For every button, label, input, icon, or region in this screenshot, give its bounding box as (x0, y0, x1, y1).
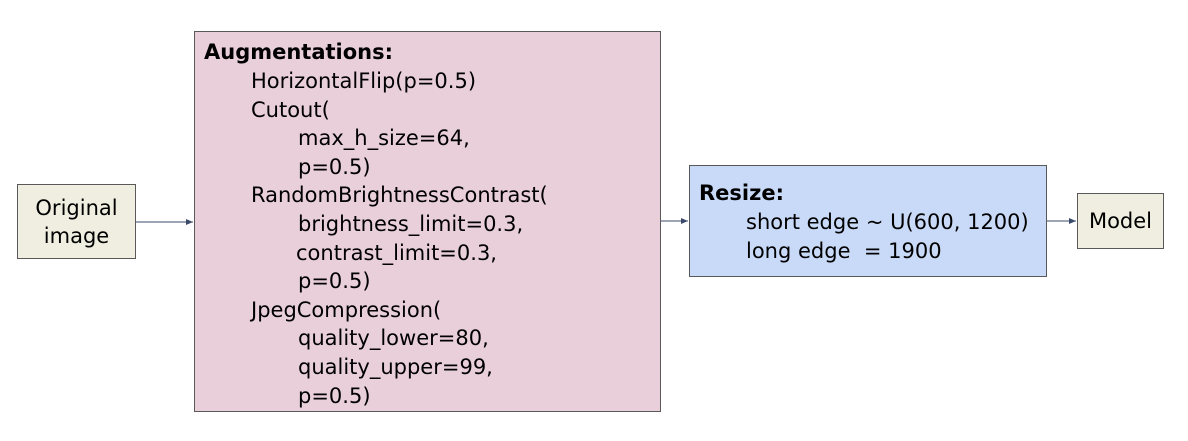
aug-line-quality-lower: quality_lower=80, (298, 326, 489, 351)
aug-line-cutout-max-h-size: max_h_size=64, (298, 126, 470, 151)
augmentations-title: Augmentations: (204, 40, 394, 64)
model-node: Model (1077, 193, 1164, 249)
aug-line-cutout-p: p=0.5) (298, 154, 371, 179)
aug-line-jpeg-compression: JpegCompression( (251, 297, 442, 322)
resize-line-long-edge: long edge = 1900 (746, 238, 942, 263)
aug-line-random-brightness-contrast: RandomBrightnessContrast( (251, 183, 548, 208)
aug-line-contrast-limit: contrast_limit=0.3, (296, 240, 497, 265)
resize-title: Resize: (699, 181, 784, 205)
resize-node: Resize: short edge ~ U(600, 1200) long e… (689, 165, 1047, 277)
aug-line-cutout: Cutout( (251, 97, 330, 122)
aug-line-horizontal-flip: HorizontalFlip(p=0.5) (251, 69, 477, 93)
augmentations-node: Augmentations: HorizontalFlip(p=0.5) Cut… (194, 31, 661, 412)
aug-line-jpeg-p: p=0.5) (298, 383, 371, 408)
resize-line-short-edge: short edge ~ U(600, 1200) (746, 210, 1029, 234)
original-image-label: Original image (35, 195, 118, 248)
original-image-node: Original image (17, 184, 136, 259)
aug-line-quality-upper: quality_upper=99, (298, 354, 493, 379)
aug-line-brightness-limit: brightness_limit=0.3, (298, 211, 524, 236)
model-label: Model (1088, 209, 1153, 233)
aug-line-brightness-contrast-p: p=0.5) (298, 269, 371, 294)
